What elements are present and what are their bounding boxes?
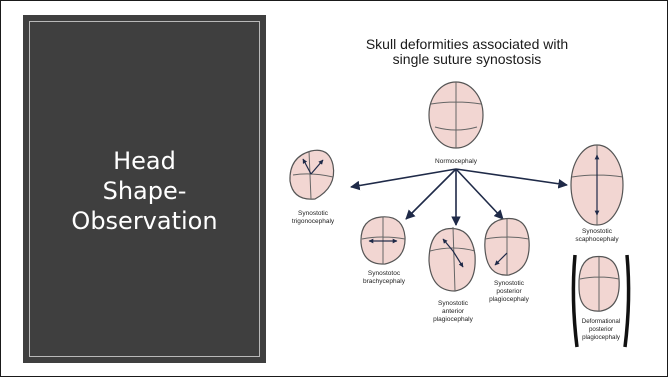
- arrow-to-posterior-plagiocephaly: [456, 169, 503, 219]
- arrow-to-scaphocephaly: [456, 169, 567, 185]
- label-brachycephaly-1: Synostotoc: [368, 270, 401, 277]
- posterior-plagiocephaly-skull: [485, 218, 529, 275]
- trigonocephaly-skull: [290, 150, 334, 199]
- label-trigonocephaly-1: Synostotic: [298, 210, 329, 217]
- slide-title-line-3: Observation: [30, 206, 259, 236]
- label-trigonocephaly-2: trigonocephaly: [292, 218, 335, 225]
- label-posterior-plagiocephaly-3: plagiocephaly: [489, 296, 530, 303]
- label-posterior-plagiocephaly-1: Synostotic: [494, 280, 525, 287]
- scaphocephaly-skull: [571, 145, 623, 225]
- label-deformational-2: posterior: [589, 326, 613, 333]
- slide-title-line-1: Head: [30, 146, 259, 176]
- slide-title-line-2: Shape-: [30, 176, 259, 206]
- label-deformational-1: Deformational: [582, 318, 621, 325]
- skull-deformities-figure: Skull deformities associated with single…: [281, 29, 653, 359]
- left-parenthesis: [573, 255, 577, 347]
- title-panel: Head Shape- Observation: [23, 15, 266, 363]
- label-anterior-plagiocephaly-3: plagiocephaly: [433, 316, 474, 323]
- label-anterior-plagiocephaly-1: Synostotic: [438, 300, 469, 307]
- right-parenthesis: [625, 255, 629, 347]
- title-panel-frame: Head Shape- Observation: [29, 21, 260, 357]
- label-deformational-3: plagiocephaly: [582, 334, 621, 341]
- skull-diagram: Normocephaly Synostotic trigonocephaly S…: [281, 29, 653, 359]
- slide-title: Head Shape- Observation: [30, 146, 259, 236]
- label-posterior-plagiocephaly-2: posterior: [496, 288, 522, 295]
- label-scaphocephaly-1: Synostotic: [582, 228, 613, 235]
- anterior-plagiocephaly-skull: [429, 227, 475, 291]
- label-anterior-plagiocephaly-2: anterior: [442, 308, 465, 315]
- label-brachycephaly-2: brachycephaly: [363, 278, 406, 285]
- label-normocephaly: Normocephaly: [435, 158, 478, 165]
- normocephaly-skull: [429, 82, 483, 148]
- brachycephaly-skull: [361, 217, 405, 264]
- label-scaphocephaly-2: scaphocephaly: [575, 236, 619, 243]
